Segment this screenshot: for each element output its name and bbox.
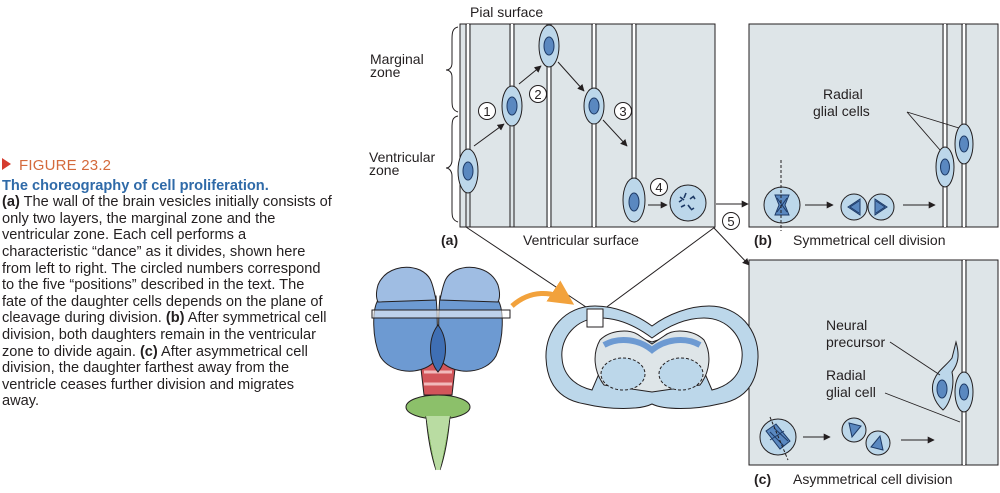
section-plane <box>371 309 511 319</box>
caption-part-b-label: (b) <box>165 310 185 327</box>
position-number-3: 3 <box>619 104 626 119</box>
process-fill <box>633 24 635 180</box>
position-number-2: 2 <box>534 87 541 102</box>
position-number-5: 5 <box>727 214 734 229</box>
caption-part-a-label: (a) <box>2 194 20 211</box>
process-fill <box>963 260 965 465</box>
marginal-zone-label: Marginal <box>370 51 424 67</box>
caption-part-c-text: After asymmetrical cell division, the da… <box>2 343 308 410</box>
zoom-box <box>586 308 604 328</box>
marginal-zone-label-2: zone <box>370 64 401 80</box>
cell-position-3 <box>538 24 560 68</box>
symmetric-dividing-cell <box>763 186 801 224</box>
position-markers: 1 2 3 4 5 <box>478 85 740 230</box>
daughter-cells-asymmetric <box>841 417 891 456</box>
radial-glial-cell <box>935 146 955 188</box>
neural-precursor-leader-line <box>889 341 941 376</box>
radial-glial-cell-leader-line <box>884 392 961 423</box>
cleavage-plane-horizontal <box>769 416 789 461</box>
position-number-1: 1 <box>483 104 490 119</box>
cell-position-5 <box>622 177 646 223</box>
caption-part-a-text: The wall of the brain vesicles initially… <box>2 194 332 327</box>
caption-arrow-icon <box>2 158 11 170</box>
figure-title: The choreography of cell proliferation. <box>2 177 269 194</box>
process-fill <box>467 24 469 150</box>
figure-caption: FIGURE 23.2 The choreography of cell pro… <box>2 157 332 410</box>
radial-glial-cells-label-2: glial cells <box>813 103 870 119</box>
ventricular-zone-label-2: zone <box>369 162 400 178</box>
caption-body: The choreography of cell proliferation.(… <box>2 178 332 410</box>
position-marker-1 <box>478 102 496 120</box>
panel-a: Pial surface Marginal zone Ventricular z… <box>369 4 750 310</box>
figure-heading: FIGURE 23.2 <box>2 157 332 175</box>
panel-c: Neural precursor Radial glial cell (c) A… <box>748 259 999 487</box>
ventricular-zone-label: Ventricular <box>369 149 435 165</box>
panel-b: Radial glial cells (b) Symmetrical cell … <box>748 23 999 248</box>
panel-c-radial-process <box>961 260 967 465</box>
neural-precursor-label: Neural <box>826 317 867 333</box>
arrow-to-panel-c <box>713 227 750 266</box>
process-fill <box>593 24 595 227</box>
process-fill <box>944 24 946 227</box>
cell-position-4 <box>583 87 605 125</box>
radial-glial-cells-label: Radial <box>823 86 863 102</box>
cell-position-2 <box>501 85 523 127</box>
step-arrows <box>473 61 668 209</box>
neural-precursor-label-2: precursor <box>826 334 885 350</box>
position-marker-4 <box>650 178 668 196</box>
radial-glial-cell-c <box>954 371 974 413</box>
radial-glial-cell-label: Radial <box>826 367 866 383</box>
cerebral-hemispheres <box>373 266 503 373</box>
ventricular-surface-label: Ventricular surface <box>523 232 639 248</box>
brain-coronal-section <box>545 305 759 409</box>
radial-glial-cell-label-2: glial cell <box>826 384 876 400</box>
position-marker-5 <box>722 212 740 230</box>
caption-part-c-label: (c) <box>139 343 158 360</box>
asymmetrical-division-title: Asymmetrical cell division <box>793 471 952 487</box>
caption-part-b-text: After symmetrical cell division, both da… <box>2 310 327 360</box>
position-number-4: 4 <box>655 180 662 195</box>
radial-glial-leader-lines <box>906 111 960 151</box>
position-marker-2 <box>529 85 547 103</box>
ventricular-zone-brace <box>445 115 459 223</box>
panel-c-label: (c) <box>754 471 771 487</box>
symmetrical-division-title: Symmetrical cell division <box>793 232 945 248</box>
section-arrow <box>510 280 575 308</box>
process-fill <box>511 24 513 88</box>
neural-precursor-cell <box>931 340 959 411</box>
brain-dorsal-view <box>371 266 575 471</box>
dividing-cell <box>669 184 707 222</box>
cell-position-1 <box>457 148 479 194</box>
daughter-cells-symmetric <box>840 193 895 221</box>
figure-label: FIGURE 23.2 <box>19 157 112 174</box>
brainstem <box>405 359 471 471</box>
pial-surface-label: Pial surface <box>470 4 543 20</box>
panel-b-label: (b) <box>754 232 772 248</box>
panel-a-label: (a) <box>441 232 458 248</box>
radial-processes <box>465 24 637 227</box>
marginal-zone-brace <box>445 26 459 113</box>
radial-glial-cell <box>954 123 974 165</box>
position-marker-3 <box>614 102 632 120</box>
process-fill <box>548 66 550 227</box>
